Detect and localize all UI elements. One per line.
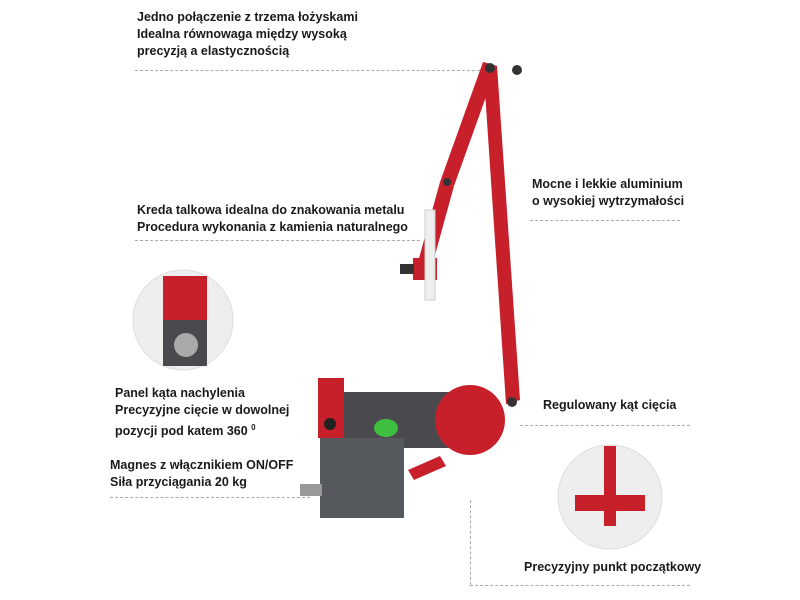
leader-line bbox=[470, 585, 690, 586]
leader-line bbox=[135, 70, 480, 71]
leader-line bbox=[530, 220, 680, 221]
magnet-annotation: Magnes z włącznikiem ON/OFF Siła przycią… bbox=[110, 457, 293, 491]
chalk-annotation: Kreda talkowa idealna do znakowania meta… bbox=[137, 202, 408, 236]
leader-line bbox=[110, 497, 310, 498]
inset-start-point bbox=[557, 444, 663, 550]
leader-line bbox=[135, 240, 420, 241]
leader-line bbox=[520, 425, 690, 426]
magnet-block bbox=[320, 438, 404, 518]
knob bbox=[400, 264, 414, 274]
text-line: Mocne i lekkie aluminium bbox=[532, 177, 683, 191]
text-line: Procedura wykonania z kamienia naturalne… bbox=[137, 220, 408, 234]
text-line: Jedno połączenie z trzema łożyskami bbox=[137, 10, 358, 24]
degree-mark: 0 bbox=[251, 423, 256, 432]
bearings-annotation: Jedno połączenie z trzema łożyskami Idea… bbox=[137, 9, 358, 60]
text-line: Panel kąta nachylenia bbox=[115, 386, 245, 400]
text-line: pozycji pod katem 360 bbox=[115, 424, 248, 439]
lever bbox=[408, 456, 446, 480]
text-line: Idealna równowaga między wysoką bbox=[137, 27, 347, 41]
leader-line bbox=[470, 500, 471, 585]
magnet-switch bbox=[300, 484, 322, 496]
text-line: Siła przyciągania 20 kg bbox=[110, 475, 247, 489]
chalk bbox=[424, 209, 436, 301]
arm-joints bbox=[443, 63, 522, 407]
text-line: Precyzyjne cięcie w dowolnej bbox=[115, 403, 290, 417]
text-line: precyzją a elastycznością bbox=[137, 44, 290, 58]
angle-dial bbox=[435, 385, 505, 455]
angle-panel-annotation: Panel kąta nachylenia Precyzyjne cięcie … bbox=[115, 385, 289, 440]
level-vial bbox=[374, 419, 398, 437]
cut-angle-annotation: Regulowany kąt cięcia bbox=[543, 398, 677, 412]
text-line: o wysokiej wytrzymałości bbox=[532, 194, 685, 208]
start-point-annotation: Precyzyjny punkt początkowy bbox=[524, 560, 702, 574]
inset-angle-panel bbox=[132, 269, 234, 371]
text-line: Kreda talkowa idealna do znakowania meta… bbox=[137, 203, 405, 217]
aluminium-annotation: Mocne i lekkie aluminium o wysokiej wytr… bbox=[532, 176, 684, 210]
text-line: Magnes z włącznikiem ON/OFF bbox=[110, 458, 294, 472]
